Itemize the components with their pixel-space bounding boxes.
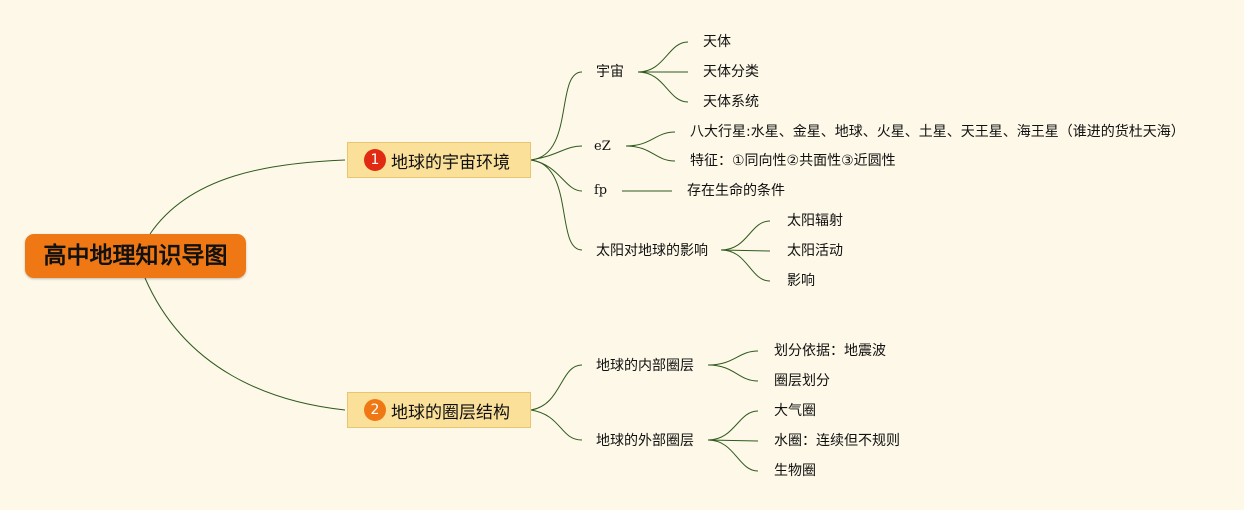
leaf-celestial-body[interactable]: 天体	[703, 34, 731, 50]
node-universe[interactable]: 宇宙	[596, 64, 624, 80]
leaf-hydrosphere[interactable]: 水圈：连续但不规则	[774, 433, 900, 449]
leaf-impact[interactable]: 影响	[787, 273, 815, 289]
node-sun-influence[interactable]: 太阳对地球的影响	[596, 243, 708, 259]
leaf-solar-activity[interactable]: 太阳活动	[787, 243, 843, 259]
node-fp[interactable]: fp	[594, 183, 608, 198]
leaf-division-basis[interactable]: 划分依据：地震波	[774, 343, 886, 359]
leaf-biosphere[interactable]: 生物圈	[774, 463, 816, 479]
branch-label: 地球的圈层结构	[391, 402, 510, 423]
leaf-atmosphere[interactable]: 大气圈	[774, 403, 816, 419]
priority-2-icon: 2	[364, 399, 386, 421]
root-node[interactable]: 高中地理知识导图	[25, 234, 246, 278]
leaf-layer-division[interactable]: 圈层划分	[774, 373, 830, 389]
leaf-solar-radiation[interactable]: 太阳辐射	[787, 213, 843, 229]
leaf-eight-planets[interactable]: 八大行星:水星、金星、地球、火星、土星、天王星、海王星（谁进的货杜天海）	[690, 124, 1185, 140]
leaf-life-conditions[interactable]: 存在生命的条件	[687, 183, 785, 199]
priority-1-icon: 1	[364, 149, 386, 171]
leaf-planet-features[interactable]: 特征：①同向性②共面性③近圆性	[690, 153, 896, 169]
node-inner-layers[interactable]: 地球的内部圈层	[596, 358, 694, 374]
node-outer-layers[interactable]: 地球的外部圈层	[596, 433, 694, 449]
branch-node-earth-layers[interactable]: 2 地球的圈层结构	[347, 392, 531, 428]
branch-label: 地球的宇宙环境	[391, 152, 510, 173]
leaf-celestial-classification[interactable]: 天体分类	[703, 64, 759, 80]
node-ez[interactable]: eZ	[594, 139, 611, 154]
branch-node-cosmic-environment[interactable]: 1 地球的宇宙环境	[347, 142, 531, 178]
leaf-celestial-system[interactable]: 天体系统	[703, 94, 759, 110]
